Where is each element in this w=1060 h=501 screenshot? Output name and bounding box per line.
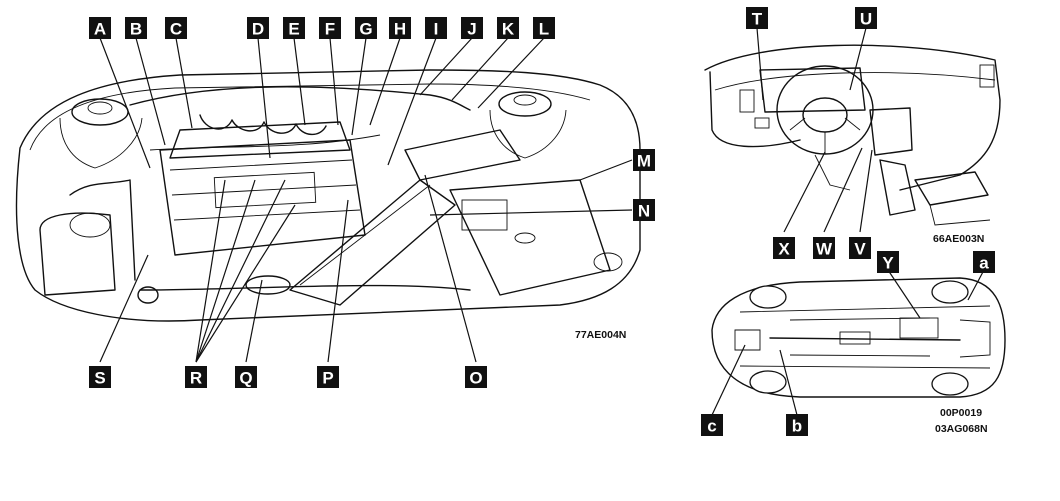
callout-label-engine-top-L: L: [533, 17, 555, 39]
callout-label-engine-bottom-R: R: [185, 366, 207, 388]
underbody-illustration: [711, 277, 1006, 398]
svg-text:J: J: [467, 20, 476, 39]
svg-text:Q: Q: [239, 369, 252, 388]
callout-label-engine-top-F: F: [319, 17, 341, 39]
dashboard-illustration: [704, 44, 1001, 226]
callout-label-engine-bottom-P: P: [317, 366, 339, 388]
callout-label-under-bottom-b: b: [786, 414, 808, 436]
svg-text:c: c: [707, 417, 716, 436]
callout-label-engine-top-A: A: [89, 17, 111, 39]
callout-label-engine-top-E: E: [283, 17, 305, 39]
svg-text:b: b: [792, 417, 802, 436]
callout-label-engine-top-C: C: [165, 17, 187, 39]
svg-text:a: a: [979, 254, 989, 273]
svg-text:D: D: [252, 20, 264, 39]
svg-text:C: C: [170, 20, 182, 39]
callout-label-engine-bottom-Q: Q: [235, 366, 257, 388]
callout-label-engine-bottom-S: S: [89, 366, 111, 388]
svg-text:L: L: [539, 20, 549, 39]
svg-text:V: V: [854, 240, 866, 259]
callout-label-under-top-a: a: [973, 251, 995, 273]
callout-label-engine-bottom-O: O: [465, 366, 487, 388]
callout-label-engine-top-H: H: [389, 17, 411, 39]
callout-label-engine-top-J: J: [461, 17, 483, 39]
callout-label-dash-bottom-V: V: [849, 237, 871, 259]
callout-label-engine-top-G: G: [355, 17, 377, 39]
callout-label-dash-top-U: U: [855, 7, 877, 29]
dashboard-leader-lines: [756, 27, 873, 233]
underbody-leader-lines: [711, 269, 985, 416]
svg-text:B: B: [130, 20, 142, 39]
callout-label-engine-top-K: K: [497, 17, 519, 39]
svg-text:S: S: [94, 369, 105, 388]
underbody-figure-code-2: 03AG068N: [935, 423, 988, 435]
svg-text:I: I: [434, 20, 439, 39]
callout-label-engine-top-I: I: [425, 17, 447, 39]
svg-text:K: K: [502, 20, 515, 39]
dashboard-figure-code: 66AE003N: [933, 233, 984, 245]
svg-text:N: N: [638, 202, 650, 221]
svg-text:Y: Y: [882, 254, 894, 273]
engine-bay-illustration: [15, 69, 641, 322]
callout-label-engine-right-M: M: [633, 149, 655, 171]
callout-label-dash-bottom-W: W: [813, 237, 835, 259]
callout-label-engine-top-B: B: [125, 17, 147, 39]
svg-text:M: M: [637, 152, 651, 171]
callout-label-under-bottom-c: c: [701, 414, 723, 436]
svg-text:A: A: [94, 20, 106, 39]
svg-text:W: W: [816, 240, 833, 259]
engine-bay-figure-code: 77AE004N: [575, 329, 626, 341]
callout-label-under-top-Y: Y: [877, 251, 899, 273]
svg-text:G: G: [359, 20, 372, 39]
engine-bay-leader-lines: [99, 37, 633, 363]
svg-text:X: X: [778, 240, 790, 259]
svg-text:O: O: [469, 369, 482, 388]
callout-label-engine-right-N: N: [633, 199, 655, 221]
callout-label-dash-top-T: T: [746, 7, 768, 29]
callout-label-dash-bottom-X: X: [773, 237, 795, 259]
svg-text:P: P: [322, 369, 333, 388]
svg-text:U: U: [860, 10, 872, 29]
svg-text:T: T: [752, 10, 763, 29]
svg-text:H: H: [394, 20, 406, 39]
callout-label-engine-top-D: D: [247, 17, 269, 39]
svg-text:F: F: [325, 20, 335, 39]
svg-text:R: R: [190, 369, 202, 388]
underbody-figure-code-1: 00P0019: [940, 407, 982, 419]
svg-text:E: E: [288, 20, 299, 39]
